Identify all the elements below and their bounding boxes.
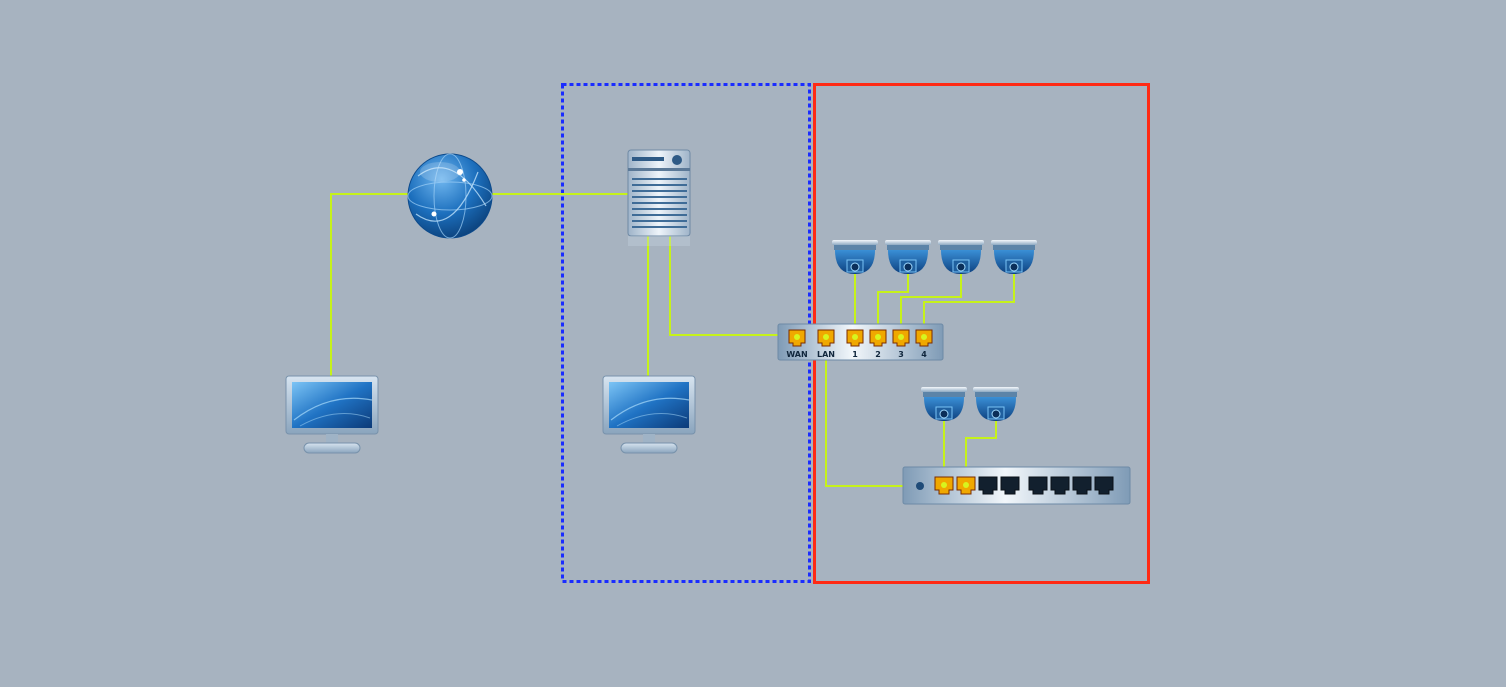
cable-router-lan-to-switch <box>825 337 905 487</box>
router-port-wan[interactable] <box>788 329 806 347</box>
router-port-lan[interactable] <box>817 329 835 347</box>
internet-globe-icon[interactable] <box>407 153 493 239</box>
router-icon[interactable]: WAN LAN 1 2 3 4 <box>777 323 944 361</box>
cable-camera4-to-port4 <box>923 274 1015 337</box>
dome-camera-icon[interactable] <box>938 240 984 274</box>
switch-port-5[interactable] <box>1028 476 1048 495</box>
router-port-label-1: 1 <box>852 350 858 359</box>
dome-camera-icon[interactable] <box>921 387 967 421</box>
switch-port-1[interactable] <box>934 476 954 495</box>
router-port-label-4: 4 <box>921 350 927 359</box>
cable-camera6-to-switch-port2 <box>965 420 997 485</box>
cable-server-to-router-wan <box>669 236 797 336</box>
switch-port-3[interactable] <box>978 476 998 495</box>
router-port-3[interactable] <box>892 329 910 347</box>
cable-left-monitor-to-globe <box>330 193 410 378</box>
router-port-1[interactable] <box>846 329 864 347</box>
router-port-2[interactable] <box>869 329 887 347</box>
router-port-label-2: 2 <box>875 350 881 359</box>
desktop-monitor-icon[interactable] <box>285 375 379 454</box>
switch-port-8[interactable] <box>1094 476 1114 495</box>
network-switch-icon[interactable] <box>902 466 1131 505</box>
switch-port-4[interactable] <box>1000 476 1020 495</box>
server-tower-icon[interactable] <box>627 149 691 246</box>
cable-camera3-to-port3 <box>900 274 962 337</box>
switch-port-7[interactable] <box>1072 476 1092 495</box>
router-port-4[interactable] <box>915 329 933 347</box>
cable-camera2-to-port2 <box>877 274 909 337</box>
router-port-label-3: 3 <box>898 350 904 359</box>
cables <box>330 193 1015 487</box>
dmz-zone-border <box>561 83 811 583</box>
switch-port-2[interactable] <box>956 476 976 495</box>
desktop-monitor-icon[interactable] <box>602 375 696 454</box>
switch-port-6[interactable] <box>1050 476 1070 495</box>
dome-camera-icon[interactable] <box>973 387 1019 421</box>
router-port-label-wan: WAN <box>786 350 807 359</box>
dome-camera-icon[interactable] <box>991 240 1037 274</box>
dome-camera-icon[interactable] <box>885 240 931 274</box>
dome-camera-icon[interactable] <box>832 240 878 274</box>
router-port-label-lan: LAN <box>817 350 835 359</box>
